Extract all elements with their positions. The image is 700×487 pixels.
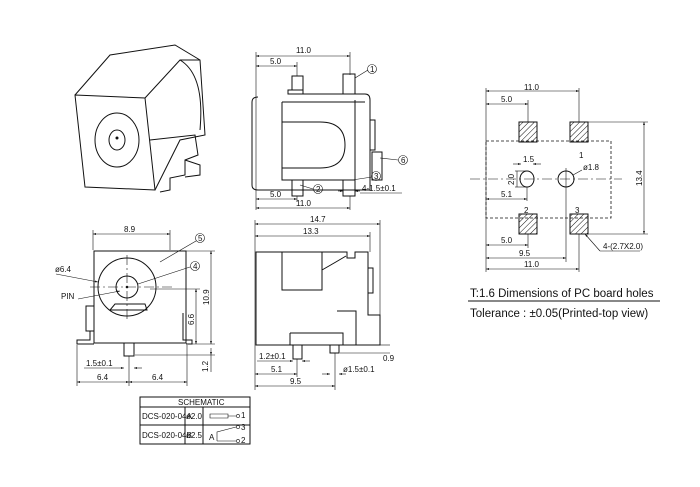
dimension-label: 1 xyxy=(241,411,246,420)
dimension-label: 3 xyxy=(575,206,580,215)
part-number: DCS-020-04B xyxy=(142,431,192,440)
top-dim-width: 11.0 xyxy=(296,46,312,55)
top-dim-pin: 5.0 xyxy=(270,57,282,66)
pin-dia: ø2.5 xyxy=(186,431,203,440)
side-dim-stand: 0.9 xyxy=(383,354,395,363)
dimension-label: 4 xyxy=(193,262,198,271)
side-dim-a: 5.1 xyxy=(271,365,283,374)
pcb-dim-bot-mid: 9.5 xyxy=(519,249,531,258)
part-number: DCS-020-04A xyxy=(142,412,192,421)
schematic-table: SCHEMATIC DCS-020-04A ø2.0 DCS-020-04B ø… xyxy=(139,396,251,445)
pcb-layout: 1 2 3 11.0 5.0 1.5 2.0 5.1 ø1.8 13.4 5.0… xyxy=(470,83,648,272)
front-dim-pin-h: 1.2 xyxy=(201,360,210,372)
top-pin-dia: 4-1.5±0.1 xyxy=(362,184,396,193)
side-dim-body: 13.3 xyxy=(303,227,319,236)
pad-1 xyxy=(518,121,538,143)
pad-3 xyxy=(518,213,538,235)
dimension-label: A xyxy=(209,433,215,442)
dimension-label: 3 xyxy=(241,423,246,432)
front-dim-right: 6.4 xyxy=(152,373,164,382)
side-view: 14.7 13.3 1.2±0.1 5.1 9.5 ø1.5±0.1 0.9 xyxy=(254,215,395,390)
front-dim-width: 8.9 xyxy=(124,225,136,234)
pcb-pad-label: 4-(2.7X2.0) xyxy=(603,242,643,251)
pad-4 xyxy=(569,213,589,235)
pcb-dim-top-pad: 5.0 xyxy=(501,95,513,104)
note-tolerance: Tolerance : ±0.05(Printed-top view) xyxy=(470,308,648,320)
top-view: 11.0 5.0 5.0 11.0 4-1.5±0.1 1 6 3 2 xyxy=(251,46,408,210)
note-dimensions: T:1.6 Dimensions of PC board holes xyxy=(470,288,654,300)
callouts: 1 6 3 2 xyxy=(299,64,408,194)
dimension-label: 1 xyxy=(579,151,584,160)
front-dim-pin: 1.5±0.1 xyxy=(86,359,113,368)
pcb-dim-height: 13.4 xyxy=(635,170,644,186)
notes: T:1.6 Dimensions of PC board holes Toler… xyxy=(468,288,660,320)
front-view: 8.9 10.9 6.6 1.2 1.5±0.1 6.4 6.4 ø6.4 PI… xyxy=(55,225,215,386)
schematic-title: SCHEMATIC xyxy=(178,398,225,407)
top-dim-pin-bottom: 5.0 xyxy=(270,190,282,199)
side-dim-hole: ø1.5±0.1 xyxy=(343,365,375,374)
pcb-dim-dia: ø1.8 xyxy=(583,163,600,172)
front-dim-height: 10.9 xyxy=(202,289,211,305)
side-dim-b: 9.5 xyxy=(290,377,302,386)
dimension-label: 5 xyxy=(198,234,203,243)
pcb-dim-top: 11.0 xyxy=(524,83,540,92)
pcb-dim-hole-w: 1.5 xyxy=(523,155,535,164)
dimension-label: 3 xyxy=(374,172,379,181)
pad-2 xyxy=(569,121,589,143)
dimension-label: 2 xyxy=(316,185,321,194)
dia-label: ø6.4 xyxy=(55,265,72,274)
isometric-view xyxy=(74,44,206,193)
front-dim-center: 6.6 xyxy=(187,313,196,325)
dimension-label: 6 xyxy=(401,156,406,165)
pcb-dim-hole-h: 2.0 xyxy=(507,173,516,185)
pcb-dim-bot-pad: 5.0 xyxy=(501,236,513,245)
pcb-dim-hole-x: 5.1 xyxy=(501,190,513,199)
dimension-label: 2 xyxy=(241,436,246,445)
pcb-dim-bot-total: 11.0 xyxy=(524,260,540,269)
dimension-label: 1 xyxy=(370,65,375,74)
side-dim-total: 14.7 xyxy=(310,215,326,224)
side-dim-pin: 1.2±0.1 xyxy=(259,352,286,361)
front-dim-left: 6.4 xyxy=(97,373,109,382)
pin-label: PIN xyxy=(61,292,75,301)
top-dim-width-bottom: 11.0 xyxy=(296,199,312,208)
dimension-label: 2 xyxy=(524,206,529,215)
pin-dia: ø2.0 xyxy=(186,412,203,421)
